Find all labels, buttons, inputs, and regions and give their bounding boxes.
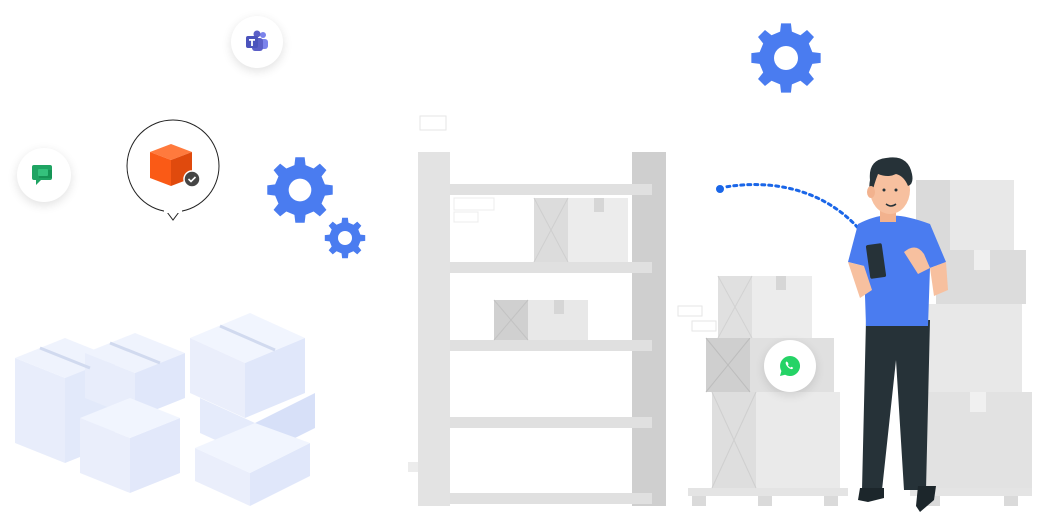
teams-bubble	[231, 16, 283, 68]
whatsapp-bubble	[764, 340, 816, 392]
pale-box-stack	[15, 313, 315, 506]
gear-hole	[774, 46, 798, 70]
google-chat-icon	[32, 165, 52, 185]
box-speech-bubble	[126, 118, 221, 221]
warehouse-worker	[848, 157, 948, 512]
microsoft-teams-icon	[246, 30, 268, 51]
warehouse-shelf	[408, 115, 666, 506]
orange-box-icon	[150, 144, 192, 186]
gear-icon	[324, 217, 366, 259]
gear-icon	[267, 157, 333, 223]
google-chat-bubble	[17, 148, 71, 202]
gear-icon	[751, 23, 821, 93]
check-badge-icon	[183, 170, 201, 188]
whatsapp-icon	[780, 355, 801, 376]
gear-hole	[288, 178, 312, 202]
gear-hole	[338, 231, 352, 245]
box-stack-right	[677, 180, 1032, 506]
